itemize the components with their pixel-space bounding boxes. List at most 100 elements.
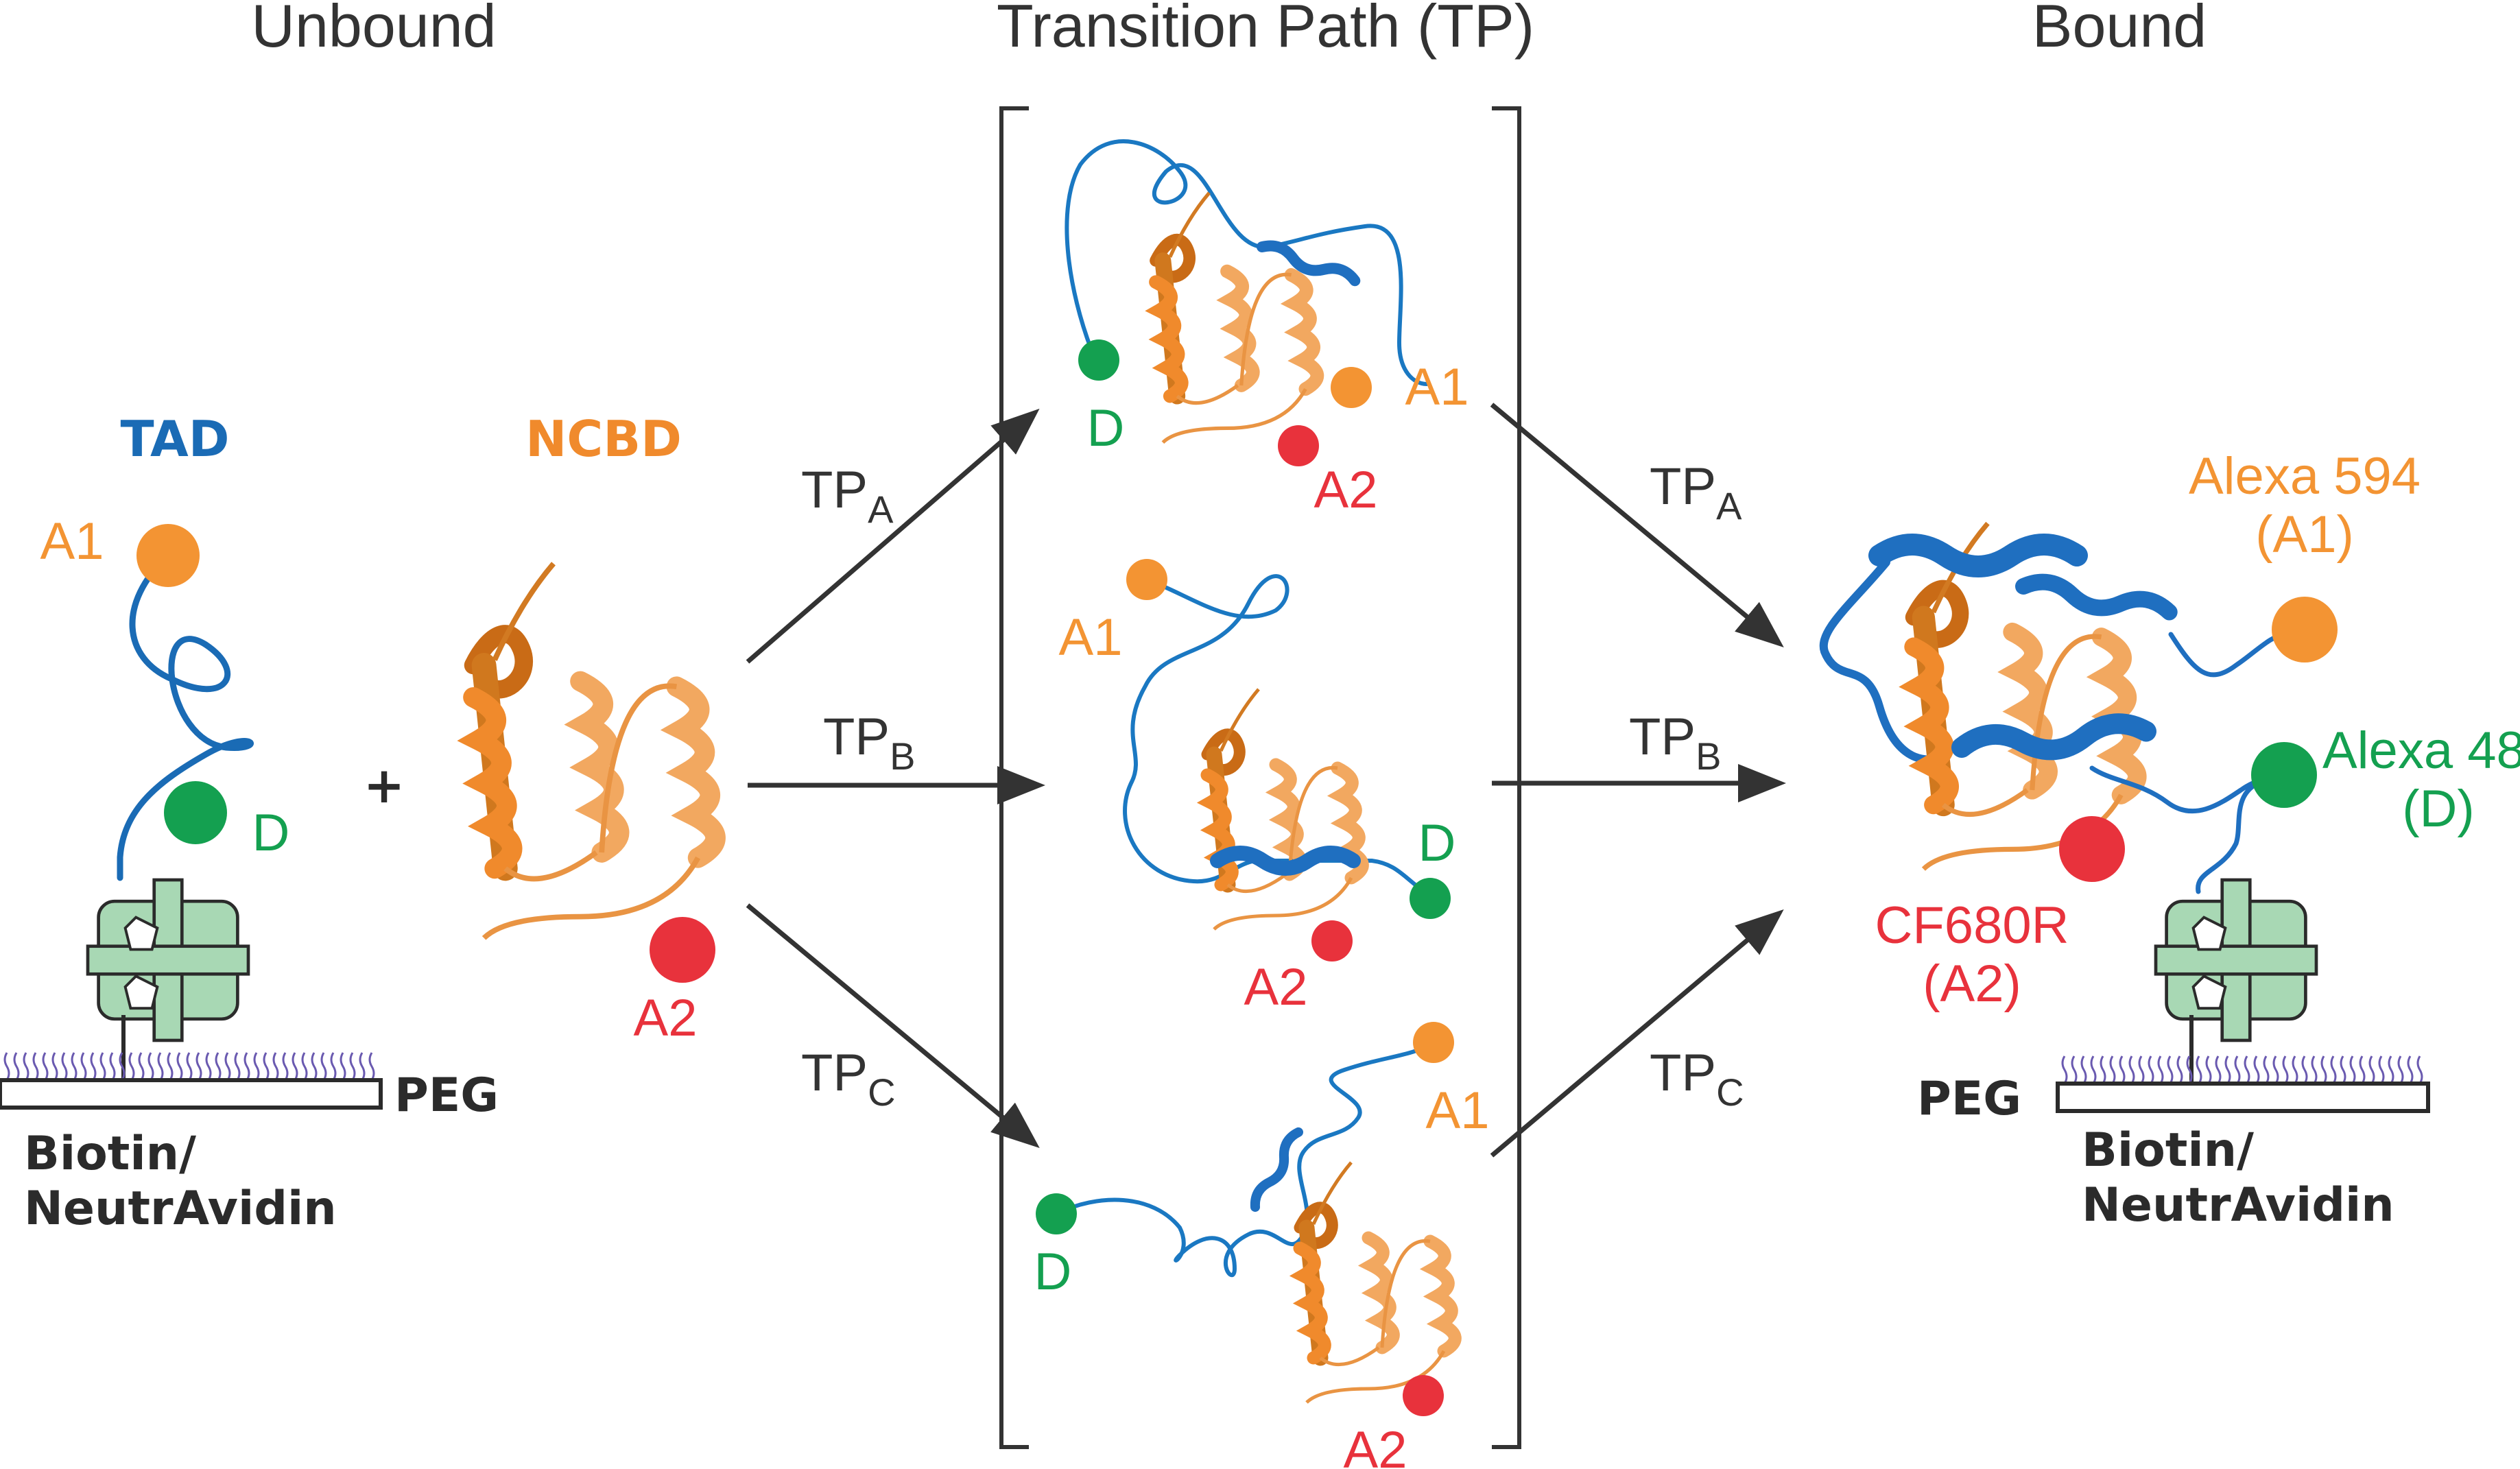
peg-strand xyxy=(2311,1055,2318,1084)
peg-strand xyxy=(2349,1055,2356,1084)
peg-strand xyxy=(2301,1055,2308,1084)
bound-donor-dot xyxy=(2251,742,2317,808)
glass-surface-left xyxy=(0,1078,383,1110)
header-transition-path: Transition Path (TP) xyxy=(997,0,1534,60)
peg-strand xyxy=(3,1052,10,1081)
tp-b-donor-label: D xyxy=(1418,814,1456,872)
bound-donor-tag: (D) xyxy=(2402,780,2475,838)
peg-label-left: PEG xyxy=(394,1068,499,1123)
peg-strand xyxy=(42,1052,49,1081)
peg-strand xyxy=(2205,1055,2212,1084)
tad-unbound: TAD A1 D xyxy=(40,410,289,881)
peg-strand xyxy=(2244,1055,2250,1084)
ncbd-acceptor2-label: A2 xyxy=(634,989,698,1047)
peg-strand xyxy=(2138,1055,2145,1084)
biotin-label-right: Biotin/ xyxy=(2082,1123,2254,1178)
peg-strand xyxy=(2128,1055,2135,1084)
peg-strand xyxy=(167,1052,174,1081)
peg-strand xyxy=(2109,1055,2116,1084)
peg-strand xyxy=(186,1052,193,1081)
peg-strand xyxy=(2090,1055,2097,1084)
peg-strand xyxy=(340,1052,346,1081)
arrow-tp-a-out xyxy=(1490,403,1784,647)
tp-c-label-left: TPC xyxy=(801,1044,896,1114)
tp-b-acceptor1-dot xyxy=(1126,559,1167,600)
peg-strand xyxy=(80,1052,87,1081)
tp-a-tad-chain xyxy=(1065,139,1429,386)
peg-strand xyxy=(119,1052,126,1081)
bound-tad-helix-top xyxy=(1879,545,2077,566)
peg-strand xyxy=(2148,1055,2154,1084)
ncbd-helix-bundle xyxy=(473,564,715,938)
biotin-label-left: Biotin/ xyxy=(24,1127,196,1181)
peg-strand xyxy=(2340,1055,2346,1084)
bound-tad-chain-right xyxy=(2168,628,2294,678)
tp-a-label-right: TPA xyxy=(1650,457,1742,527)
peg-strand xyxy=(128,1052,135,1081)
tp-a-label-left: TPA xyxy=(801,461,894,531)
neutravidin-label-right: NeutrAvidin xyxy=(2082,1178,2394,1232)
header-unbound: Unbound xyxy=(251,0,496,60)
peg-strand xyxy=(2100,1055,2106,1084)
peg-strand xyxy=(138,1052,145,1081)
right-bracket xyxy=(1492,106,1521,1449)
plus-sign: + xyxy=(364,756,405,814)
peg-strand xyxy=(234,1052,241,1081)
bound-acceptor2-tag: (A2) xyxy=(1923,955,2021,1013)
ncbd-unbound: NCBD A2 xyxy=(473,410,715,1047)
tp-a-acceptor1-label: A1 xyxy=(1405,358,1469,416)
neutravidin-label-left: NeutrAvidin xyxy=(24,1182,337,1236)
tp-c-label-right: TPC xyxy=(1650,1044,1744,1114)
tp-c-structure: A1 D A2 xyxy=(1034,1022,1490,1469)
peg-strand xyxy=(51,1052,58,1081)
peg-strand xyxy=(282,1052,289,1081)
bound-acceptor2-dot xyxy=(2059,816,2125,882)
peg-strand xyxy=(2196,1055,2202,1084)
tp-a-structure: D A1 A2 xyxy=(1065,139,1469,519)
peg-strand xyxy=(147,1052,154,1081)
peg-strand xyxy=(2407,1055,2414,1084)
tp-a-donor-dot xyxy=(1078,339,1119,381)
peg-strand xyxy=(301,1052,308,1081)
tp-c-donor-dot xyxy=(1036,1193,1077,1234)
peg-strand xyxy=(176,1052,183,1081)
tp-c-acceptor1-dot xyxy=(1413,1022,1454,1063)
tad-acceptor1-label: A1 xyxy=(40,512,104,571)
bound-ncbd-bundle xyxy=(1914,523,2137,869)
bound-donor-name: Alexa 488 xyxy=(2322,721,2520,780)
peg-strand xyxy=(99,1052,106,1081)
bound-tad-chain-left xyxy=(1819,558,1952,764)
peg-label-right: PEG xyxy=(1917,1072,2021,1126)
peg-strand xyxy=(2071,1055,2078,1084)
peg-strand xyxy=(292,1052,298,1081)
peg-brush-right xyxy=(2061,1055,2423,1084)
tp-b-label-left: TPB xyxy=(823,708,915,778)
peg-brush-left xyxy=(3,1052,375,1081)
peg-strand xyxy=(2167,1055,2174,1084)
neutravidin-left xyxy=(88,880,248,1040)
peg-strand xyxy=(2263,1055,2270,1084)
peg-strand xyxy=(311,1052,318,1081)
tp-c-acceptor1-label: A1 xyxy=(1426,1082,1490,1140)
peg-strand xyxy=(2215,1055,2222,1084)
peg-strand xyxy=(32,1052,39,1081)
tp-b-donor-dot xyxy=(1410,878,1451,919)
surface-left: PEG Biotin/ NeutrAvidin xyxy=(0,880,499,1236)
peg-strand xyxy=(330,1052,337,1081)
tp-b-structure: A1 D A2 xyxy=(1059,559,1456,1016)
arrow-tp-c-in xyxy=(746,903,1040,1148)
peg-strand xyxy=(253,1052,260,1081)
glass-surface-right xyxy=(2056,1082,2430,1113)
bound-tad-tether xyxy=(2196,776,2273,894)
neutravidin-right xyxy=(2156,880,2316,1040)
tp-c-donor-label: D xyxy=(1034,1243,1072,1301)
peg-strand xyxy=(2186,1055,2193,1084)
peg-strand xyxy=(368,1052,375,1081)
peg-strand xyxy=(263,1052,270,1081)
peg-strand xyxy=(2272,1055,2279,1084)
tp-a-acceptor1-dot xyxy=(1331,367,1372,408)
peg-strand xyxy=(2282,1055,2289,1084)
tad-chain xyxy=(117,552,254,881)
tp-b-acceptor2-dot xyxy=(1311,920,1353,962)
